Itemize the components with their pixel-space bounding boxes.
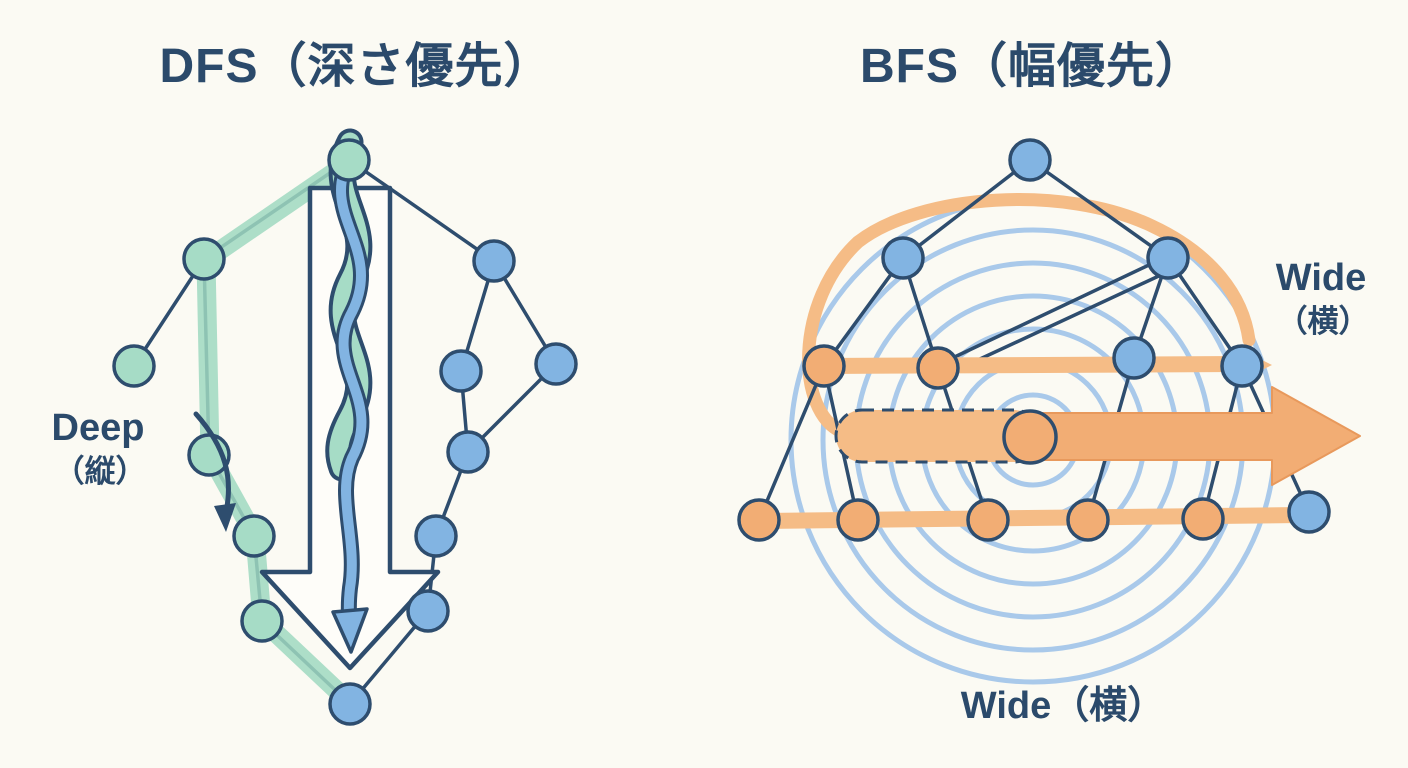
bfs-tree-edges xyxy=(757,158,1311,522)
tree-node-blue xyxy=(1220,344,1264,388)
small-curved-arrowhead-icon xyxy=(214,503,236,532)
right-arrow xyxy=(1021,386,1361,486)
dfs-tree-nodes xyxy=(112,138,578,726)
tree-node-root-teal xyxy=(327,138,371,182)
bfs-edge xyxy=(1028,158,1170,260)
tree-node-blue xyxy=(414,514,458,558)
tree-node-blue xyxy=(406,589,450,633)
tree-node-teal xyxy=(240,599,284,643)
small-curved-arrow xyxy=(193,411,231,515)
bfs-dashed-queue-segment xyxy=(834,408,1042,464)
tree-node-blue xyxy=(472,239,516,283)
dfs-title: DFS（深さ優先） xyxy=(159,40,552,93)
bfs-panel: BFS（幅優先） xyxy=(737,40,1370,727)
tree-node-blue xyxy=(1112,336,1156,380)
tree-node-blue xyxy=(439,349,483,393)
tree-node-blue xyxy=(446,430,490,474)
dfs-panel: DFS（深さ優先） xyxy=(52,40,578,726)
wide-side-label-jp: （横） xyxy=(1277,304,1370,339)
dfs-snake-blue xyxy=(336,153,367,631)
tree-node-blue xyxy=(1287,490,1331,534)
bfs-title: BFS（幅優先） xyxy=(860,40,1204,93)
deep-label-en: Deep xyxy=(52,407,145,449)
bfs-tree-nodes xyxy=(737,138,1331,542)
tree-node-orange xyxy=(802,344,846,388)
tree-node-orange xyxy=(836,498,880,542)
tree-node-blue xyxy=(1146,236,1190,280)
deep-label-jp: （縦） xyxy=(54,454,147,489)
tree-node-orange xyxy=(1066,498,1110,542)
tree-node-blue xyxy=(881,236,925,280)
tree-node-bottom xyxy=(328,682,372,726)
tree-node-blue xyxy=(534,342,578,386)
bfs-zigzag-edge xyxy=(942,254,1170,364)
wide-bottom-label: Wide（横） xyxy=(961,685,1165,727)
tree-node-orange xyxy=(966,498,1010,542)
bfs-edge xyxy=(901,158,1032,260)
tree-node-orange xyxy=(737,498,781,542)
tree-node-teal xyxy=(232,514,276,558)
tree-node-orange xyxy=(916,346,960,390)
dfs-snake-arrowhead-icon xyxy=(331,607,369,654)
bfs-edge xyxy=(822,256,905,368)
tree-node-center-orange xyxy=(1002,409,1058,465)
bfs-level-band-middle xyxy=(816,356,1246,374)
tree-node-teal xyxy=(112,344,156,388)
tree-node-teal xyxy=(182,237,226,281)
tree-node-orange xyxy=(1181,497,1225,541)
tree-node-root-blue xyxy=(1008,138,1052,182)
bfs-edge xyxy=(757,364,826,522)
wide-side-label-en: Wide xyxy=(1276,257,1366,299)
dfs-edge xyxy=(347,158,496,263)
bfs-edge xyxy=(1166,256,1244,368)
bfs-zigzag-edge xyxy=(950,266,1178,374)
